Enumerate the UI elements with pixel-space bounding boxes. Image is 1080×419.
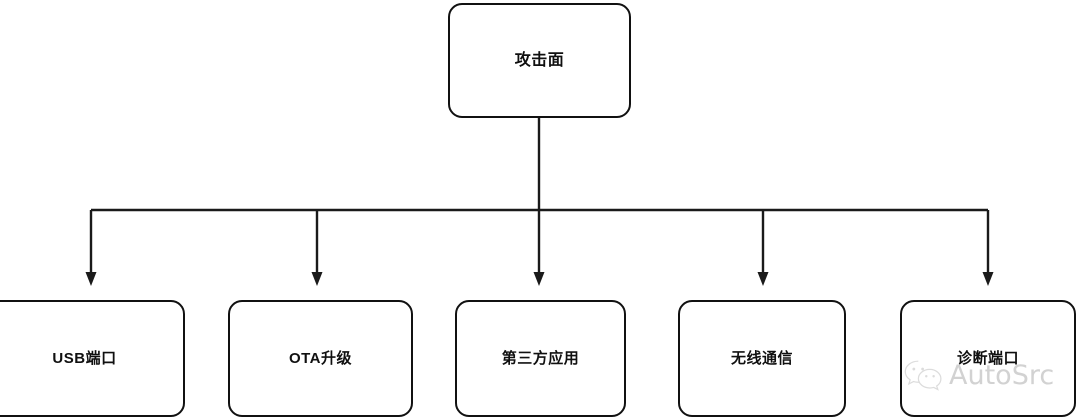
node-label: 攻击面 [514,51,565,69]
arrowhead-2 [533,272,545,286]
node-ota-upgrade[interactable]: OTA升级 [228,300,413,417]
node-label: 第三方应用 [501,350,580,367]
node-label: 无线通信 [730,350,793,367]
node-label: USB端口 [52,350,117,367]
node-usb-port[interactable]: USB端口 [0,300,185,417]
node-wireless-communication[interactable]: 无线通信 [678,300,846,417]
node-attack-surface[interactable]: 攻击面 [448,3,631,118]
arrowhead-1 [311,272,323,286]
node-diagnostic-port[interactable]: 诊断端口 [900,300,1076,417]
arrowhead-0 [85,272,97,286]
arrowhead-4 [982,272,994,286]
arrowhead-3 [757,272,769,286]
node-label: OTA升级 [288,350,353,367]
node-third-party-app[interactable]: 第三方应用 [455,300,626,417]
node-label: 诊断端口 [956,350,1019,367]
